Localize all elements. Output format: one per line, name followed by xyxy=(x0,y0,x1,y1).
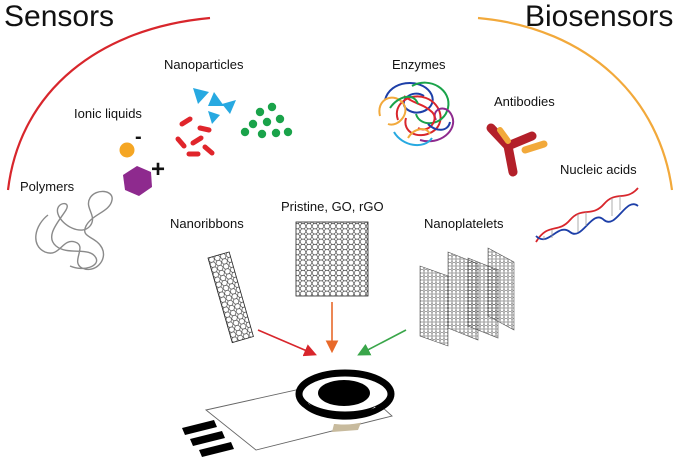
nanoplatelets-shape xyxy=(419,247,515,347)
antibody-shape xyxy=(486,123,548,177)
enzymes-label: Enzymes xyxy=(392,57,446,72)
ionic-liquids-label: Ionic liquids xyxy=(74,106,142,121)
biosensors-title: Biosensors xyxy=(525,0,674,33)
nanoribbon-shape xyxy=(207,251,254,344)
nanoparticle-triangles xyxy=(193,88,236,124)
antibodies-label: Antibodies xyxy=(494,94,555,109)
sensors-arc xyxy=(6,16,211,191)
nanoparticles-label: Nanoparticles xyxy=(164,57,244,72)
minus-sign: - xyxy=(135,126,142,148)
arrow-from-nanoplatelets xyxy=(357,329,407,356)
biosensors-arc xyxy=(477,16,674,191)
arrow-from-nanoribbons xyxy=(257,329,317,357)
pristine-graphene-sheet xyxy=(295,221,369,297)
nanoplatelets-label: Nanoplatelets xyxy=(424,216,504,231)
nanoparticle-rods xyxy=(175,116,215,157)
sensors-title: Sensors xyxy=(4,0,115,33)
polymer-chain xyxy=(35,190,113,271)
electrode-device xyxy=(182,369,395,457)
nucleic-acids-label: Nucleic acids xyxy=(560,162,637,177)
nanoribbons-label: Nanoribbons xyxy=(170,216,244,231)
dna-helix xyxy=(535,187,639,243)
plus-sign: + xyxy=(151,156,166,183)
ion-cation-hexagon xyxy=(123,166,152,196)
ion-anion-dot xyxy=(119,142,135,158)
pristine-go-rgo-label: Pristine, GO, rGO xyxy=(281,199,384,214)
enzyme-ribbon xyxy=(378,81,455,147)
polymers-label: Polymers xyxy=(20,179,75,194)
nanoparticle-dots xyxy=(240,102,293,139)
